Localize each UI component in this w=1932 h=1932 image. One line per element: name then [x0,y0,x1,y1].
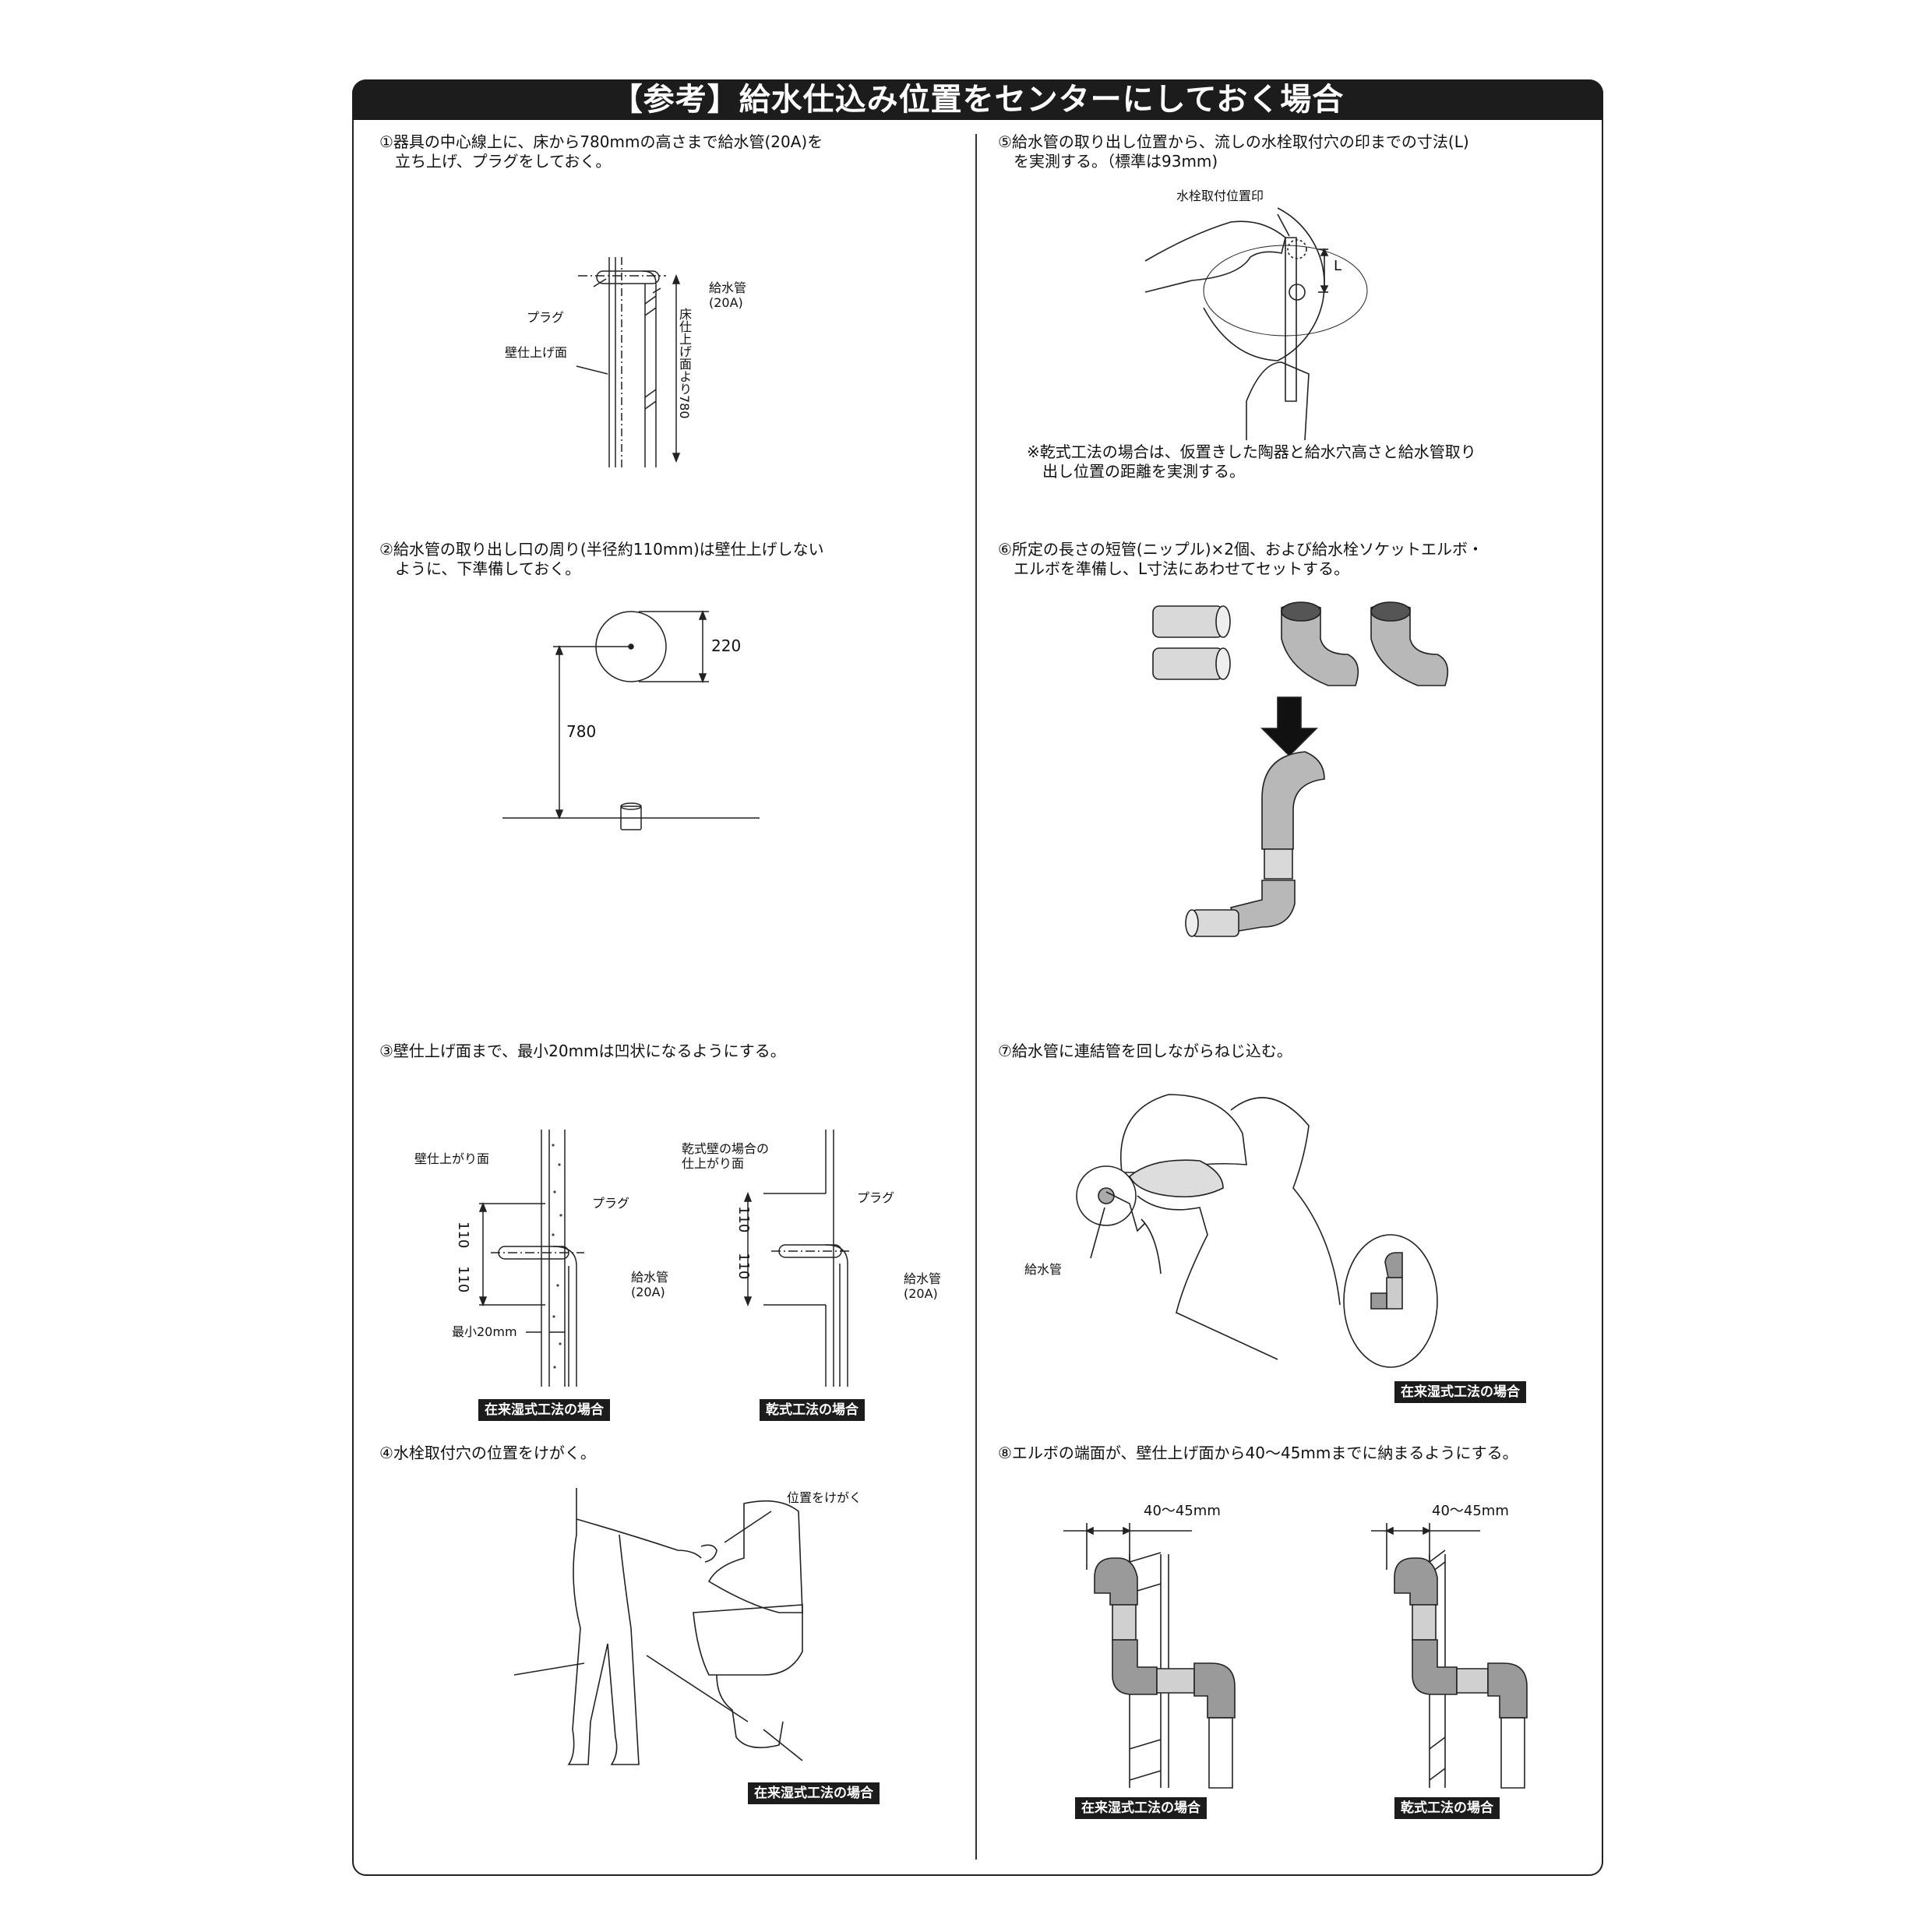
fig8-dry-diagram [1363,1515,1550,1803]
fig3-wet-wall-diagram [467,1130,623,1394]
fig3-wet-plug-label: プラグ [592,1196,630,1211]
fig7-detail-circle [1340,1231,1441,1371]
fig4-mark-label: 位置をけがく [787,1490,862,1505]
fig1-riser-diagram [561,257,717,483]
fig1-height-label: 床仕上げ面より780 [677,308,692,419]
fig3-wet-wall-label: 壁仕上がり面 [414,1151,490,1166]
fig3-dry-wall-label: 乾式壁の場合の 仕上がり面 [682,1141,770,1171]
fig3-wet-dim-upper: 110 [455,1222,471,1249]
fig3-min-label: 最小20mm [452,1324,517,1339]
fig3-dry-dim-upper: 110 [735,1206,752,1233]
fig1-pipe-label: 給水管 (20A) [709,280,747,310]
fig8-dry-dim: 40～45mm [1432,1503,1509,1519]
step-1-text: ①器具の中心線上に、床から780mmの高さまで給水管(20A)を 立ち上げ、プラ… [379,132,823,171]
fig8-wet-badge: 在来湿式工法の場合 [1075,1797,1207,1819]
fig2-prep-diagram [499,608,763,841]
step-5-text: ⑤給水管の取り出し位置から、流しの水栓取付穴の印までの寸法(L) を実測する。（… [998,132,1469,171]
fig1-wall-label: 壁仕上げ面 [505,345,568,360]
fig3-dry-dim-lower: 110 [735,1253,752,1280]
fig5-note: ※乾式工法の場合は、仮置きした陶器と給水穴高さと給水管取り 出し位置の距離を実測… [1027,442,1476,481]
fig3-wet-pipe-label: 給水管 (20A) [631,1270,669,1299]
fig7-worker-illustration [1044,1079,1340,1359]
step-4-text: ④水栓取付穴の位置をけがく。 [379,1444,596,1462]
fig8-wet-diagram [1052,1515,1270,1803]
column-divider [975,134,977,1860]
step-8-text: ⑧エルボの端面が、壁仕上げ面から40～45mmまでに納まるようにする。 [998,1444,1518,1462]
step-6-text: ⑥所定の長さの短管(ニップル)×2個、および給水栓ソケットエルボ・ エルボを準備… [998,540,1484,578]
fig4-badge: 在来湿式工法の場合 [748,1782,880,1804]
fig5-measure-illustration [1145,206,1402,440]
fig2-dim-220: 220 [711,636,742,655]
step-7-text: ⑦給水管に連結管を回しながらねじ込む。 [998,1042,1292,1060]
fig1-plug-label: プラグ [527,310,565,325]
fig7-pipe-label: 給水管 [1024,1262,1063,1277]
fig3-dry-wall-diagram [732,1130,888,1394]
fig5-L-label: L [1334,258,1342,274]
fig3-wet-dim-lower: 110 [455,1266,471,1293]
fig8-wet-dim: 40～45mm [1144,1503,1221,1519]
fig3-wet-badge: 在来湿式工法の場合 [478,1399,610,1421]
step-3-text: ③壁仕上げ面まで、最小20mmは凹状になるようにする。 [379,1042,786,1060]
fig5-mark-label: 水栓取付位置印 [1176,189,1264,203]
fig7-badge: 在来湿式工法の場合 [1394,1381,1526,1403]
fig2-dim-780: 780 [566,722,597,741]
fig4-worker-illustration [514,1488,888,1776]
fig6-fittings-illustration [1145,600,1480,950]
fig3-dry-plug-label: プラグ [857,1190,895,1205]
fig8-dry-badge: 乾式工法の場合 [1394,1797,1500,1819]
page-title: 【参考】給水仕込み位置をセンターにしておく場合 [352,79,1603,120]
fig3-dry-badge: 乾式工法の場合 [760,1399,865,1421]
step-2-text: ②給水管の取り出し口の周り(半径約110mm)は壁仕上げしない ように、下準備し… [379,540,824,578]
fig3-dry-pipe-label: 給水管 (20A) [904,1271,942,1301]
